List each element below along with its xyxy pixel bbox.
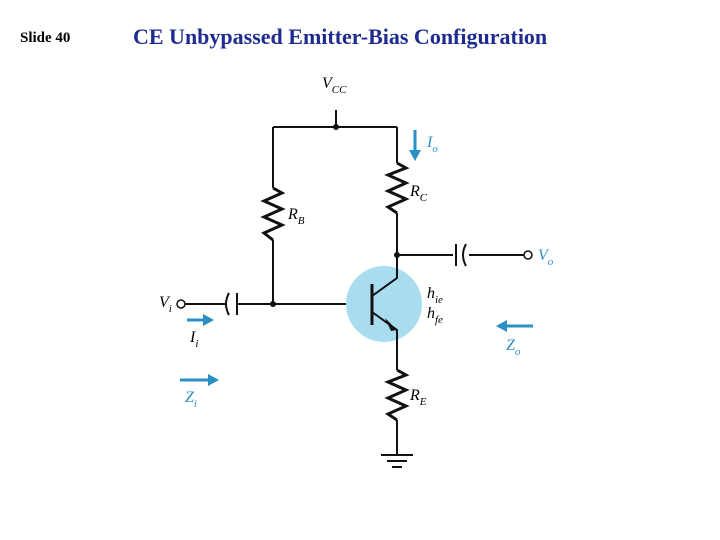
zi-label: Zi [185, 389, 197, 410]
rc-resistor [384, 161, 410, 215]
re-label: RE [409, 387, 427, 408]
rb-label: RB [287, 206, 305, 227]
io-label: Io [426, 134, 438, 155]
vi-label: Vi [159, 294, 172, 315]
zi-arrowhead [208, 374, 219, 386]
vo-terminal [523, 250, 533, 260]
base-junction [270, 301, 276, 307]
ii-label: Ii [189, 329, 198, 350]
hfe-label: hfe [427, 305, 443, 326]
re-resistor [384, 368, 410, 422]
vcc-label: VCC [322, 75, 347, 96]
input-capacitor [225, 292, 238, 316]
rc-label: RC [409, 183, 428, 204]
vi-terminal [176, 299, 186, 309]
transistor-highlight [346, 266, 422, 342]
vo-label: Vo [538, 247, 554, 268]
slide-title: CE Unbypassed Emitter-Bias Configuration [133, 24, 548, 49]
ii-arrowhead [203, 314, 214, 326]
zo-arrowhead [496, 320, 507, 332]
vcc-junction [333, 124, 339, 130]
slide-number: Slide 40 [20, 30, 71, 46]
rb-resistor [260, 186, 286, 242]
output-capacitor [455, 243, 467, 267]
emitter-arrow [385, 318, 397, 331]
io-arrowhead [409, 150, 421, 161]
hie-label: hie [427, 285, 443, 306]
zo-label: Zo [506, 337, 521, 358]
ground-symbol [381, 454, 413, 468]
transistor-collector [371, 268, 398, 297]
